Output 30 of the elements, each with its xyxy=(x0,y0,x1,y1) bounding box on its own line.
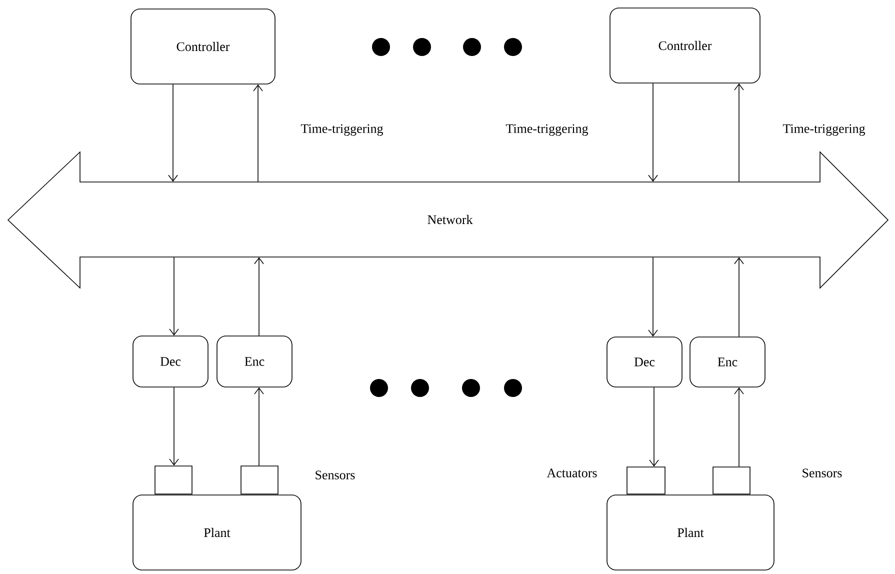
arrow xyxy=(734,387,744,467)
rounded-box: Dec xyxy=(132,336,208,388)
arrow xyxy=(734,257,744,337)
rounded-box: Controller xyxy=(130,8,276,84)
arrow xyxy=(734,83,744,182)
label-text: Sensors xyxy=(316,470,355,480)
arrow xyxy=(169,387,179,466)
arrow xyxy=(253,84,263,182)
rounded-box: Plant xyxy=(132,494,302,570)
port-box xyxy=(240,466,278,494)
rounded-box: Enc xyxy=(216,336,292,388)
rounded-box: Plant xyxy=(606,494,774,570)
port-box xyxy=(712,466,750,494)
label-text: Time-triggering xyxy=(300,124,384,136)
rounded-box: Enc xyxy=(690,336,766,388)
port-box xyxy=(154,466,192,494)
arrow xyxy=(254,387,264,466)
label-text: Time-triggering xyxy=(782,124,866,136)
label-text: Time-triggering xyxy=(506,124,588,136)
rounded-box: Dec xyxy=(606,336,682,388)
rounded-box: Controller xyxy=(610,8,760,84)
arrow xyxy=(169,256,179,336)
arrow xyxy=(649,387,659,467)
label-text: Sensors xyxy=(802,468,842,478)
arrow xyxy=(168,84,178,182)
label-text: Actuators xyxy=(546,468,597,478)
arrow xyxy=(648,83,658,182)
arrow xyxy=(648,256,658,337)
port-box xyxy=(626,466,666,494)
arrow xyxy=(254,257,264,336)
